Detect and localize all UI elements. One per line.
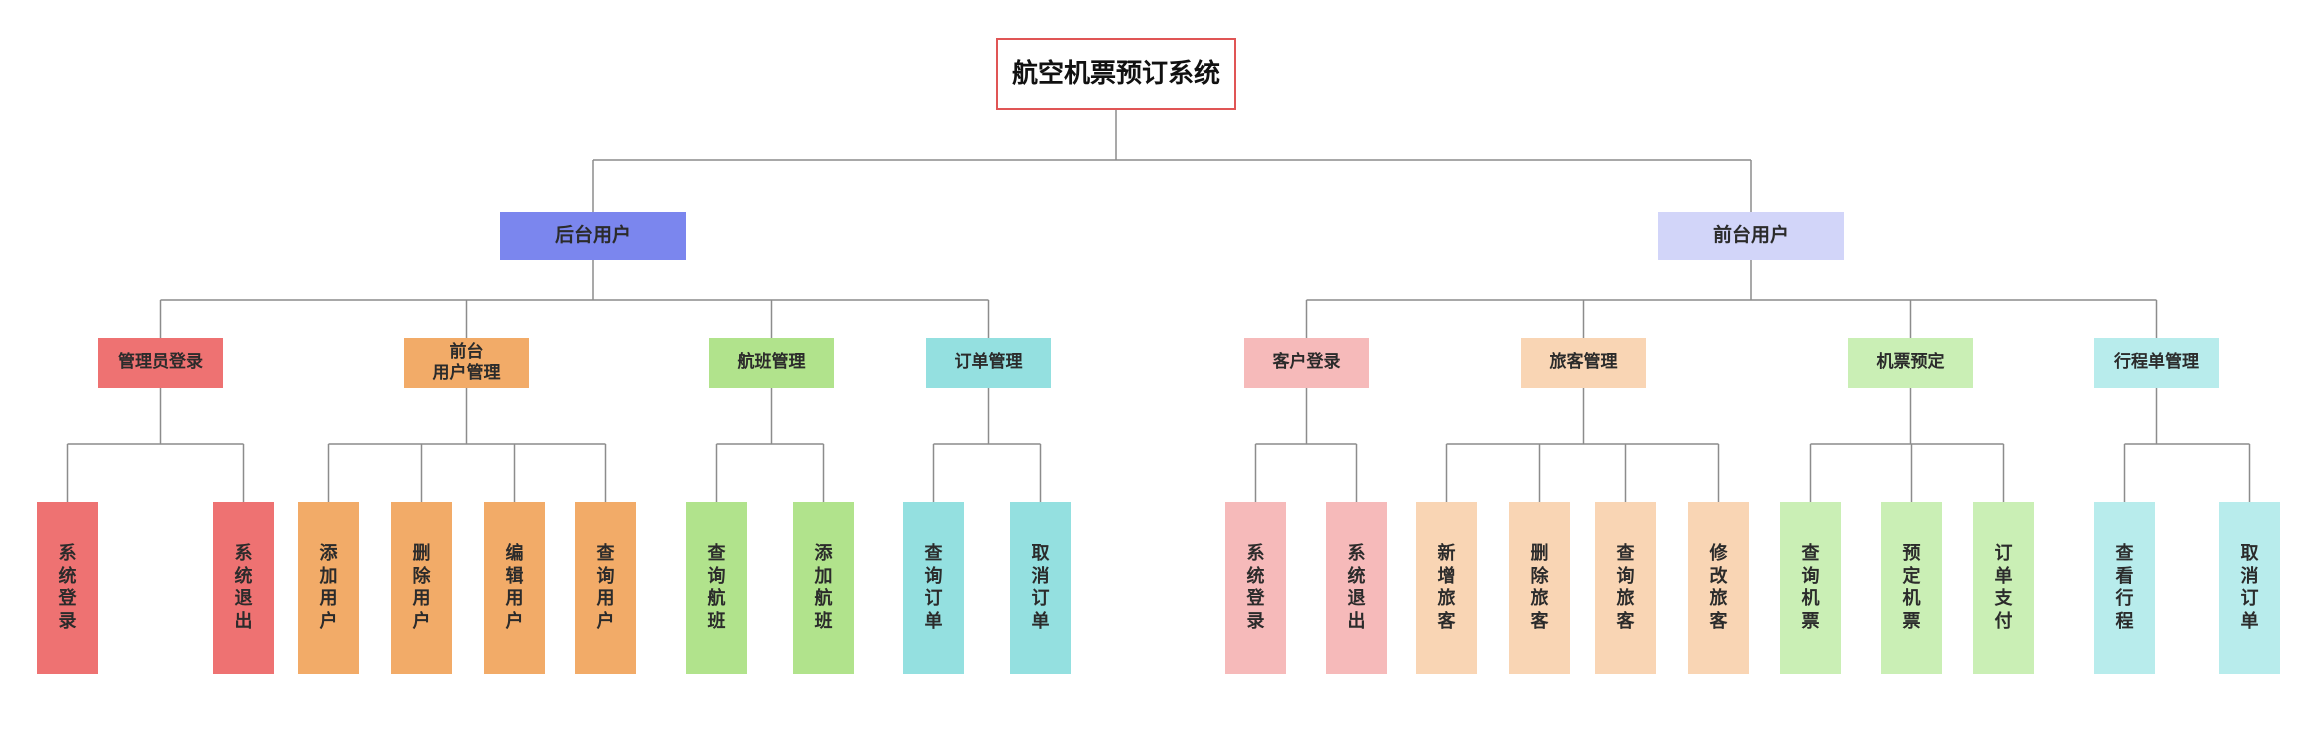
module-customer-login: 客户登录 [1244,338,1369,388]
leaf-book-ticket: 预定机票 [1881,502,1942,674]
leaf-label: 系统登录 [1246,543,1265,632]
leaf-label: 查询机票 [1801,543,1820,632]
leaf-query-ticket: 查询机票 [1780,502,1841,674]
leaf-order-payment: 订单支付 [1973,502,2034,674]
leaf-label: 编辑用户 [505,543,524,632]
module-label: 前台 用户管理 [432,341,501,383]
module-admin-login: 管理员登录 [98,338,223,388]
leaf-delete-user: 删除用户 [391,502,452,674]
leaf-label: 查询用户 [596,543,615,632]
branch-label: 后台用户 [554,224,631,247]
leaf-label: 新增旅客 [1437,543,1456,632]
leaf-view-itinerary: 查看行程 [2094,502,2155,674]
leaf-delete-traveler: 删除旅客 [1509,502,1570,674]
leaf-label: 系统登录 [58,543,77,632]
module-label: 管理员登录 [118,352,203,373]
leaf-cancel-order: 取消订单 [1010,502,1071,674]
leaf-label: 修改旅客 [1709,543,1728,632]
module-traveler-management: 旅客管理 [1521,338,1646,388]
module-label: 客户登录 [1272,352,1341,373]
leaf-label: 添加用户 [319,543,338,632]
leaf-query-traveler: 查询旅客 [1595,502,1656,674]
module-label: 航班管理 [737,352,806,373]
module-flight-management: 航班管理 [709,338,834,388]
leaf-query-order: 查询订单 [903,502,964,674]
leaf-edit-traveler: 修改旅客 [1688,502,1749,674]
leaf-label: 取消订单 [2240,543,2259,632]
branch-backend-user: 后台用户 [500,212,686,260]
root-label: 航空机票预订系统 [1011,58,1220,89]
leaf-label: 查看行程 [2115,543,2134,632]
leaf-label: 删除用户 [412,543,431,632]
leaf-add-user: 添加用户 [298,502,359,674]
module-ticket-booking: 机票预定 [1848,338,1973,388]
leaf-cancel-order: 取消订单 [2219,502,2280,674]
module-frontend-user-management: 前台 用户管理 [404,338,529,388]
branch-frontend-user: 前台用户 [1658,212,1844,260]
module-itinerary-management: 行程单管理 [2094,338,2219,388]
branch-label: 前台用户 [1712,224,1789,247]
module-label: 机票预定 [1876,352,1945,373]
leaf-label: 查询订单 [924,543,943,632]
root-node: 航空机票预订系统 [996,38,1236,110]
leaf-label: 预定机票 [1902,543,1921,632]
leaf-label: 订单支付 [1994,543,2013,632]
leaf-add-traveler: 新增旅客 [1416,502,1477,674]
leaf-label: 添加航班 [814,543,833,632]
leaf-system-logout: 系统退出 [213,502,274,674]
leaf-label: 查询旅客 [1616,543,1635,632]
leaf-add-flight: 添加航班 [793,502,854,674]
leaf-query-user: 查询用户 [575,502,636,674]
leaf-edit-user: 编辑用户 [484,502,545,674]
module-order-management: 订单管理 [926,338,1051,388]
module-label: 订单管理 [954,352,1023,373]
leaf-system-login: 系统登录 [1225,502,1286,674]
leaf-query-flight: 查询航班 [686,502,747,674]
leaf-label: 取消订单 [1031,543,1050,632]
module-label: 旅客管理 [1549,352,1618,373]
leaf-label: 删除旅客 [1530,543,1549,632]
leaf-system-login: 系统登录 [37,502,98,674]
leaf-label: 查询航班 [707,543,726,632]
module-label: 行程单管理 [2114,352,2199,373]
leaf-label: 系统退出 [1347,543,1366,632]
leaf-system-logout: 系统退出 [1326,502,1387,674]
leaf-label: 系统退出 [234,543,253,632]
